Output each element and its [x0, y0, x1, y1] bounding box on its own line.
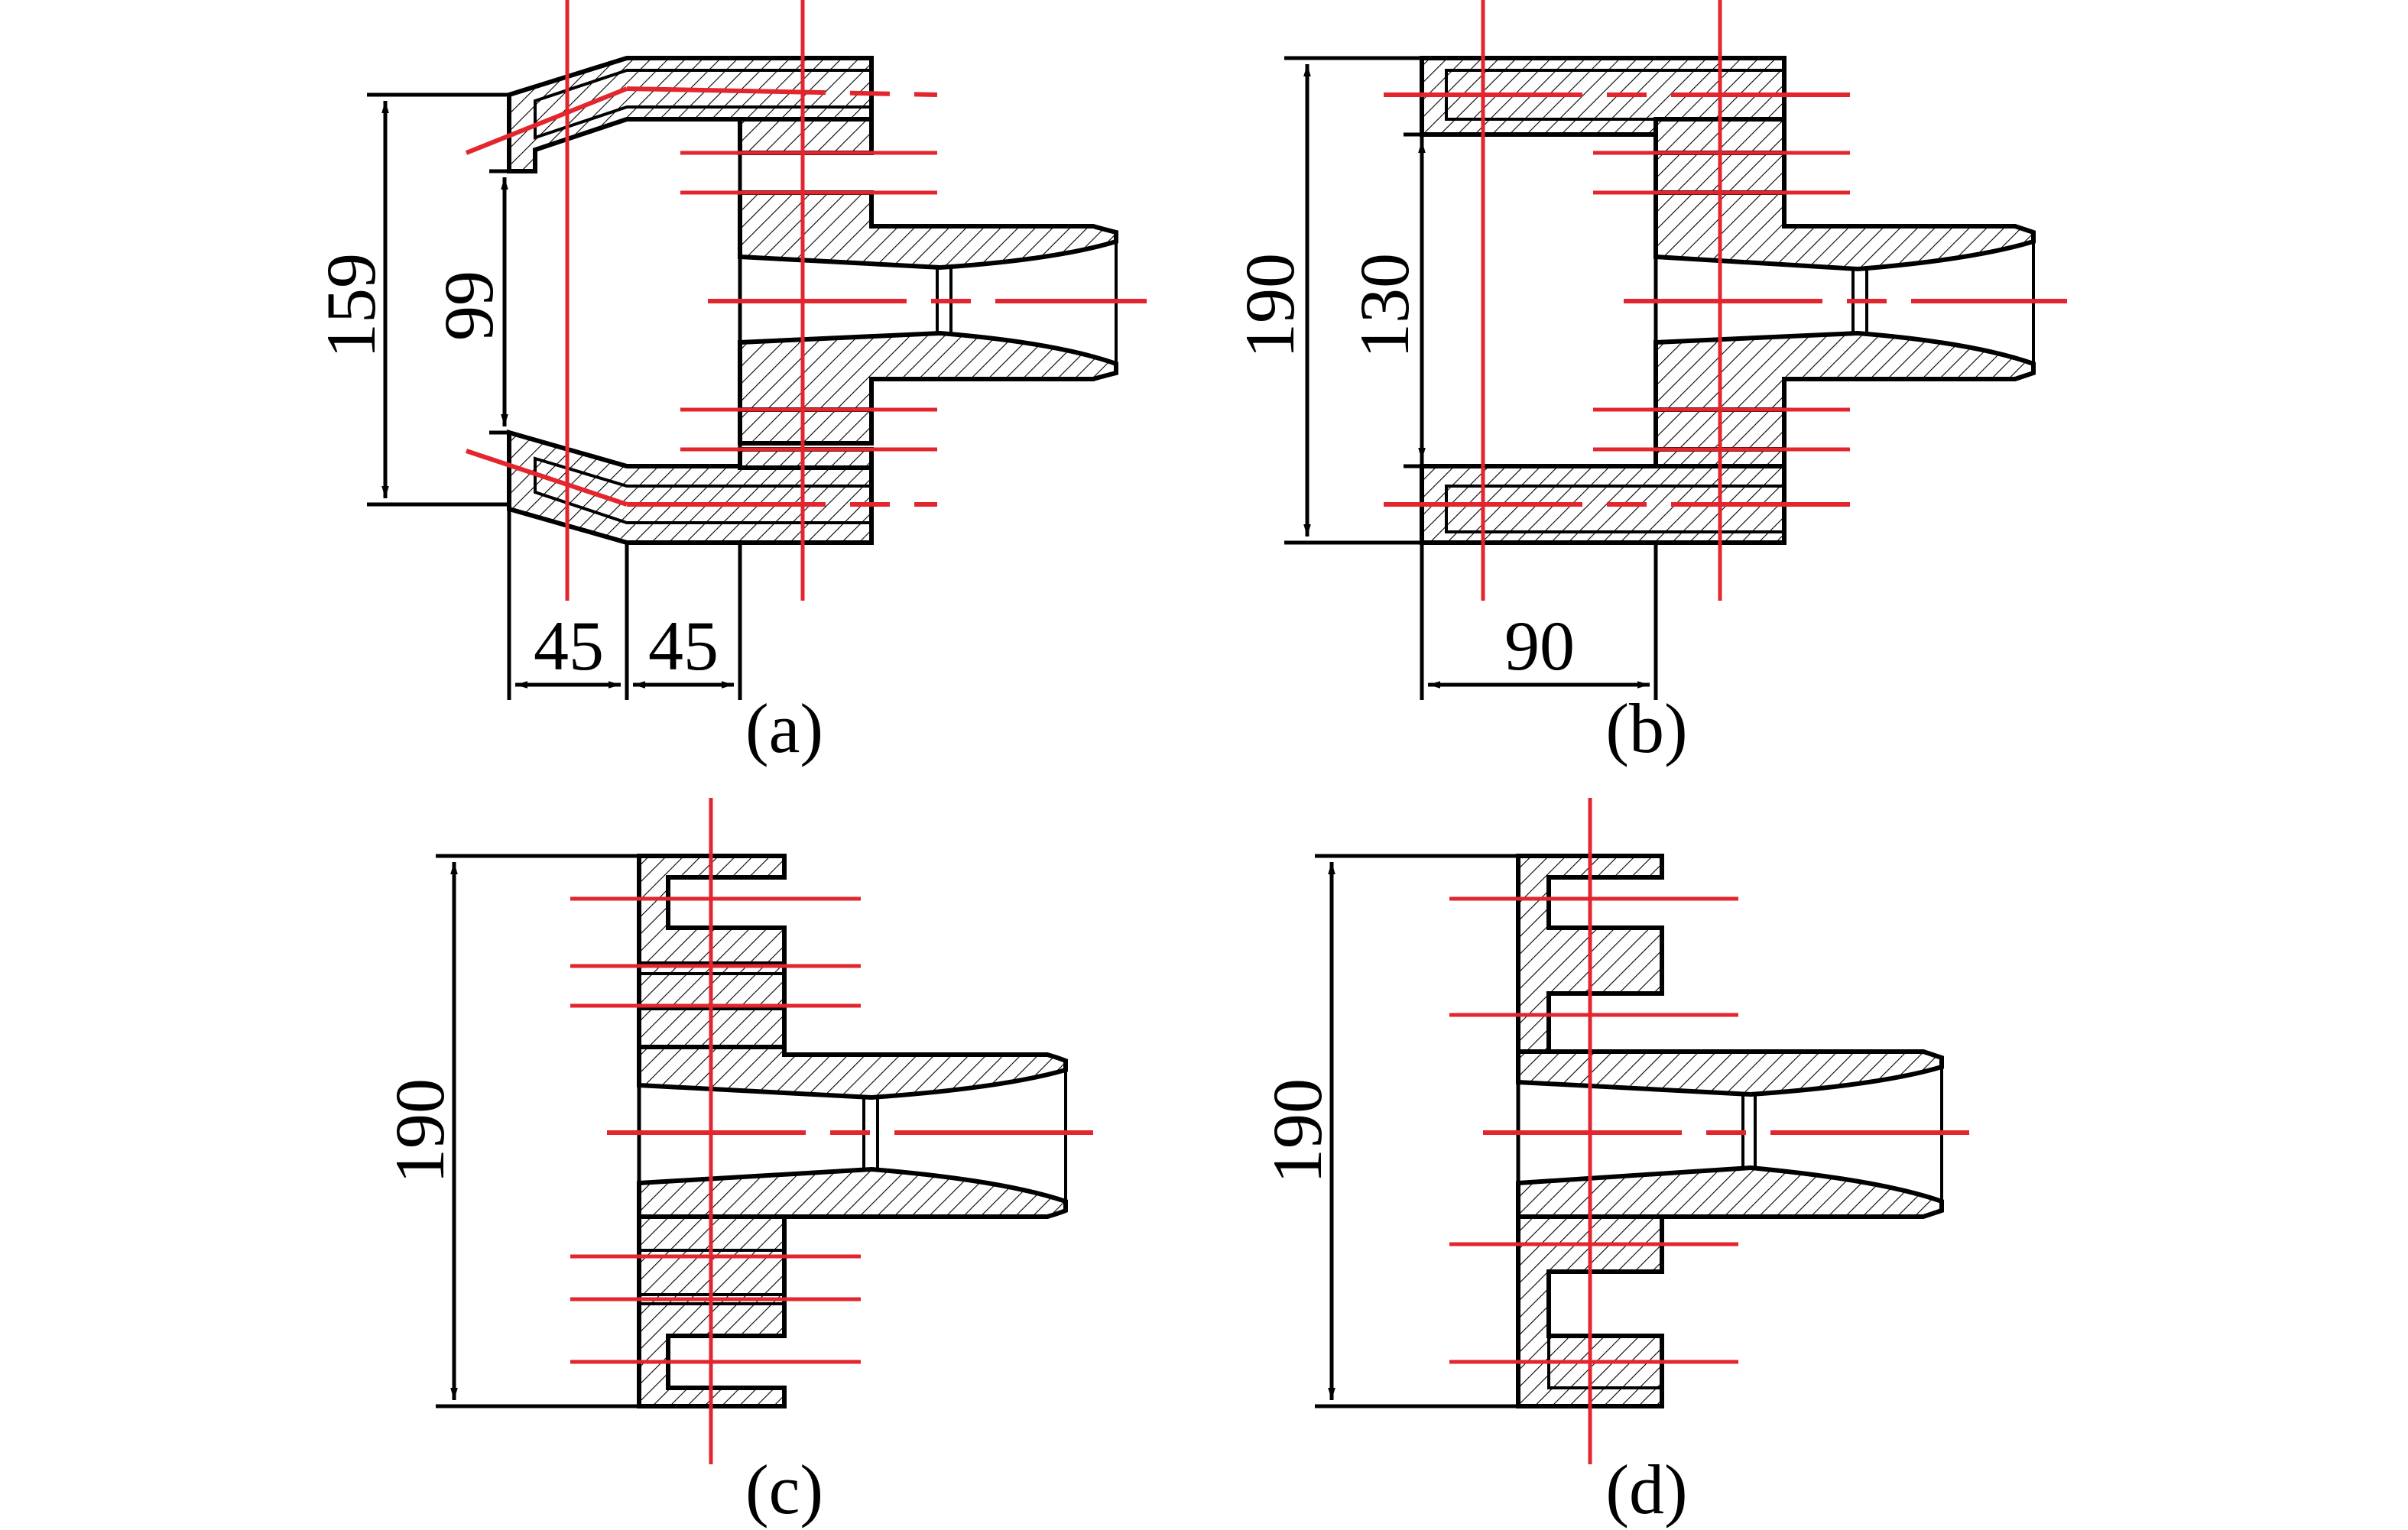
- panel-c: 190 (c): [381, 798, 1101, 1528]
- panel-b-nozzle-upper: [1653, 190, 2036, 272]
- panel-c-nozzle-upper: [637, 1045, 1068, 1100]
- panel-a-nozzle-upper: [738, 190, 1118, 271]
- panel-a-tube-top: [507, 56, 874, 173]
- panel-a-caption: (a): [745, 689, 823, 767]
- panel-b-nozzle-lower: [1653, 330, 2036, 412]
- panel-a-dim-45-left: 45: [534, 607, 604, 685]
- panel-a-dim-99: 99: [430, 271, 508, 341]
- panel-a-dim-159: 159: [312, 253, 390, 358]
- panel-d-nozzle-lower: [1516, 1165, 1944, 1219]
- panel-c-nozzle-lower: [637, 1166, 1068, 1219]
- panel-d-dim-190: 190: [1258, 1078, 1336, 1184]
- panel-a-nozzle-lower: [738, 330, 1118, 412]
- panel-b-caption: (b): [1605, 689, 1687, 767]
- panel-d: 190 (d): [1258, 798, 1980, 1528]
- panel-b-dim-190: 190: [1231, 253, 1309, 358]
- panel-d-nozzle-upper: [1516, 1049, 1944, 1097]
- panel-b-dim-90: 90: [1504, 607, 1575, 685]
- panel-b-dim-130: 130: [1345, 253, 1423, 358]
- panel-a: 159 99 45 45 (a): [312, 0, 1147, 767]
- panel-a-dim-45-right: 45: [648, 607, 719, 685]
- panel-c-dim-190: 190: [381, 1078, 459, 1184]
- panel-b: 190 130 90 (b): [1231, 0, 2067, 767]
- panel-d-caption: (d): [1605, 1451, 1687, 1528]
- panel-c-caption: (c): [745, 1451, 823, 1528]
